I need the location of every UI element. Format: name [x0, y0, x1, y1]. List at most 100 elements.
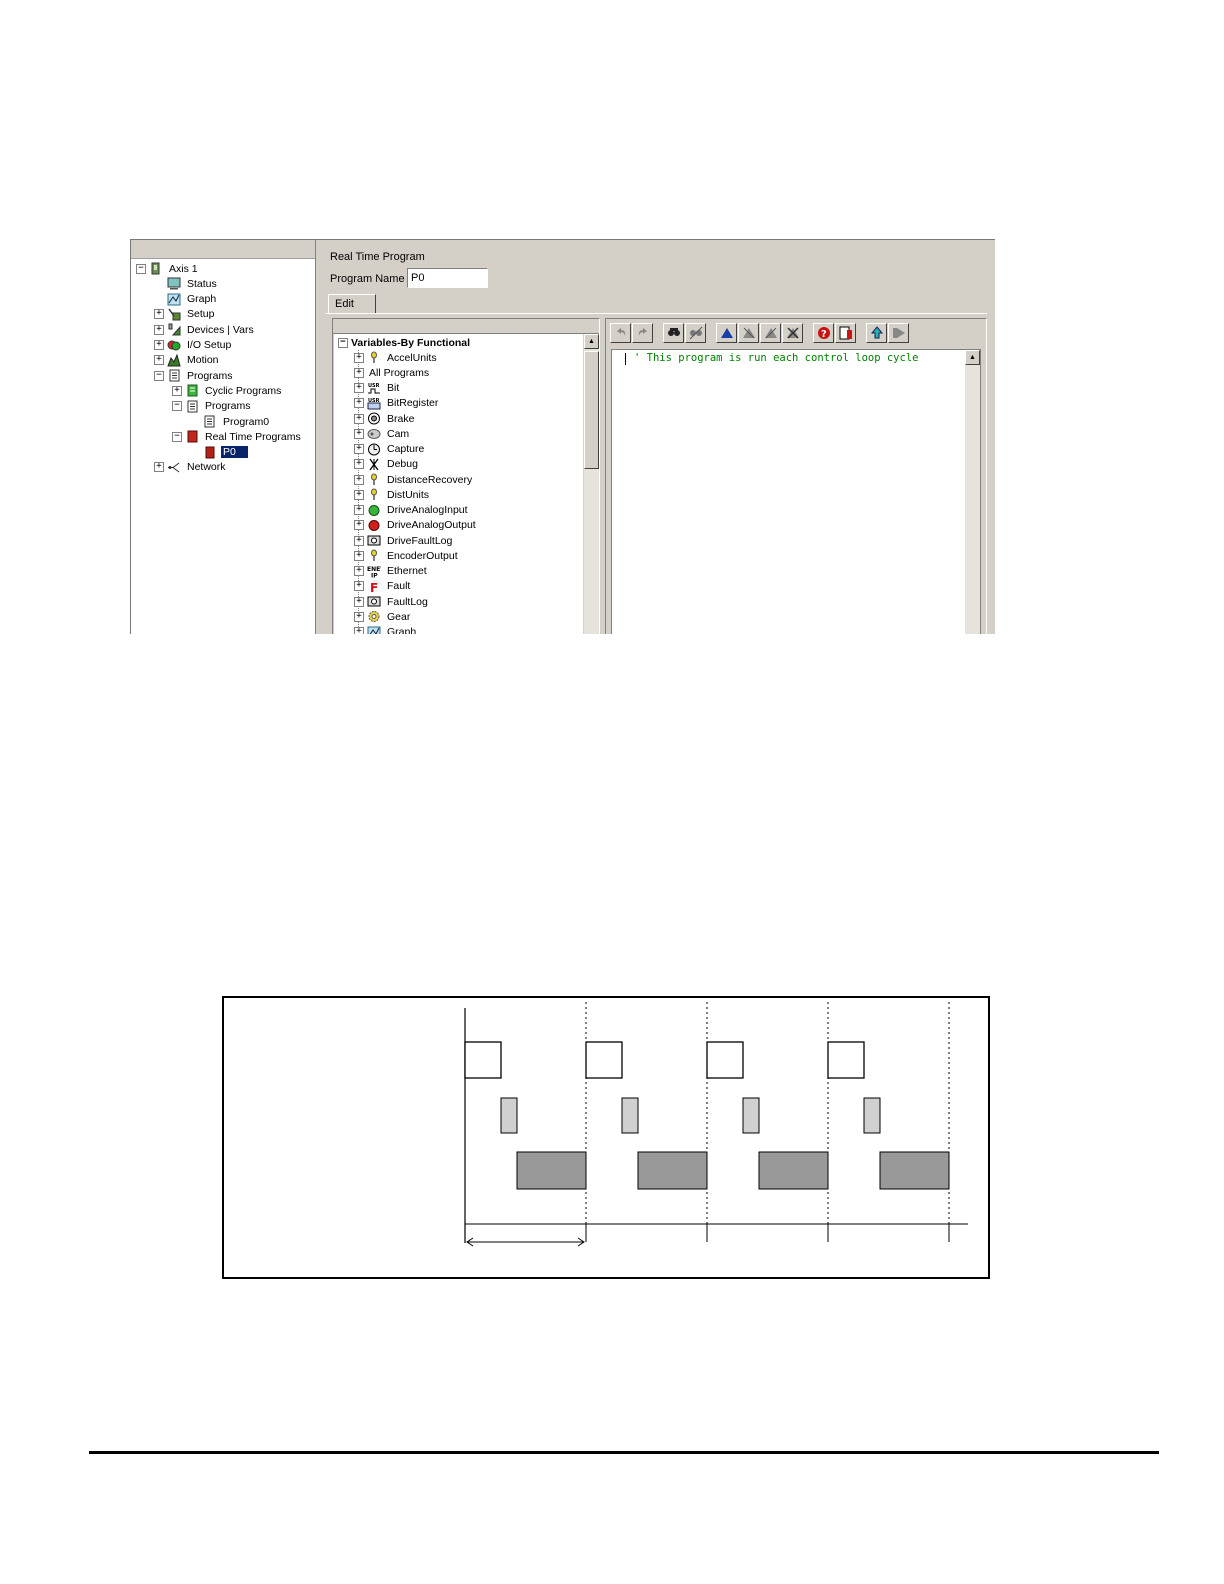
variable-group-brake[interactable]: +Brake	[354, 411, 416, 426]
expand-icon[interactable]: +	[354, 550, 364, 561]
help-button[interactable]: ?	[813, 323, 834, 343]
dark-block	[758, 1151, 829, 1190]
expand-icon[interactable]: +	[172, 385, 182, 396]
tree-item-cyclic-programs[interactable]: +Cyclic Programs	[172, 383, 283, 398]
axis-icon	[149, 262, 163, 275]
expand-icon[interactable]: +	[354, 383, 364, 393]
expand-icon[interactable]: +	[354, 505, 364, 515]
expand-icon[interactable]: +	[354, 627, 364, 634]
tree-item-p0[interactable]: P0	[190, 445, 248, 460]
properties-button[interactable]	[835, 323, 856, 343]
tab-edit[interactable]: Edit	[328, 294, 376, 314]
white-block	[827, 1041, 865, 1079]
gear-icon	[367, 610, 381, 623]
variables-list[interactable]: − Variables-By Functional +AccelUnits+Al…	[334, 334, 583, 634]
variable-group-graph[interactable]: +Graph	[354, 625, 418, 634]
upload-button[interactable]	[866, 323, 887, 343]
bookmark-toggle-button[interactable]	[716, 323, 737, 343]
variable-group-gear[interactable]: +Gear	[354, 609, 412, 624]
distance-recovery-icon	[367, 473, 381, 486]
expand-icon[interactable]: +	[354, 596, 364, 607]
tree-item-i-o-setup[interactable]: +I/O Setup	[154, 338, 233, 353]
code-editor[interactable]: ' This program is run each control loop …	[611, 349, 981, 634]
expand-icon[interactable]: +	[354, 535, 364, 546]
expand-icon[interactable]: +	[354, 489, 364, 500]
bookmark-prev-button[interactable]	[760, 323, 781, 343]
white-block	[706, 1041, 744, 1079]
dark-block	[879, 1151, 950, 1190]
variables-root[interactable]: − Variables-By Functional	[338, 335, 470, 350]
brake-icon	[367, 412, 381, 425]
variable-group-debug[interactable]: +Debug	[354, 457, 420, 472]
replace-button[interactable]	[685, 323, 706, 343]
expand-icon[interactable]: +	[354, 428, 364, 439]
variable-group-cam[interactable]: +Cam	[354, 426, 411, 441]
variable-group-driveanaloginput[interactable]: +DriveAnalogInput	[354, 503, 470, 518]
variable-group-faultlog[interactable]: +FaultLog	[354, 594, 430, 609]
collapse-icon[interactable]: −	[172, 401, 182, 412]
tree-item-graph[interactable]: Graph	[154, 292, 218, 307]
drive-analog-input-icon	[367, 504, 381, 517]
tree-item-motion[interactable]: +Motion	[154, 353, 221, 368]
expand-icon[interactable]: +	[154, 462, 164, 473]
tree-item-setup[interactable]: +Setup	[154, 307, 216, 322]
code-scrollbar[interactable]: ▲	[965, 350, 980, 634]
expand-icon[interactable]: +	[154, 355, 164, 366]
expand-icon[interactable]: +	[354, 413, 364, 424]
expand-icon[interactable]: +	[354, 398, 364, 409]
collapse-icon[interactable]: −	[172, 431, 182, 442]
white-block	[464, 1041, 502, 1079]
undo-button[interactable]	[610, 323, 631, 343]
expand-icon[interactable]: +	[354, 581, 364, 592]
variable-group-all-programs[interactable]: +All Programs	[354, 365, 431, 380]
run-button[interactable]	[888, 323, 909, 343]
variable-group-driveanalogoutput[interactable]: +DriveAnalogOutput	[354, 518, 478, 533]
expand-icon[interactable]: +	[354, 474, 364, 485]
bookmark-next-button[interactable]	[738, 323, 759, 343]
tree-item-real-time-programs[interactable]: −Real Time Programs	[172, 429, 303, 444]
expand-icon[interactable]: +	[154, 309, 164, 320]
variable-group-distunits[interactable]: +DistUnits	[354, 487, 431, 502]
code-comment-line[interactable]: ' This program is run each control loop …	[634, 352, 919, 364]
expand-icon[interactable]: +	[354, 611, 364, 622]
variable-group-encoderoutput[interactable]: +EncoderOutput	[354, 548, 460, 563]
variable-group-accelunits[interactable]: +AccelUnits	[354, 350, 439, 365]
expand-icon[interactable]: +	[354, 367, 364, 378]
variable-group-capture[interactable]: +Capture	[354, 442, 426, 457]
find-button[interactable]	[663, 323, 684, 343]
collapse-icon[interactable]: −	[338, 337, 348, 348]
code-scroll-up-button[interactable]: ▲	[965, 350, 980, 365]
tree-item-devices-vars[interactable]: +Devices | Vars	[154, 322, 256, 337]
collapse-icon[interactable]: −	[136, 263, 146, 274]
tree-item-status[interactable]: Status	[154, 276, 219, 291]
tree-item-program0[interactable]: Program0	[190, 414, 271, 429]
expand-icon[interactable]: +	[354, 566, 364, 576]
footer-rule	[89, 1451, 1159, 1454]
variable-group-distancerecovery[interactable]: + DistanceRecovery	[354, 472, 474, 487]
expand-icon[interactable]: +	[354, 520, 364, 531]
expand-icon[interactable]: +	[154, 324, 164, 335]
tree-item-network[interactable]: +Network	[154, 460, 228, 475]
scroll-up-button[interactable]: ▲	[584, 334, 599, 349]
variable-group-ethernet[interactable]: +ENETIPEthernet	[354, 564, 429, 579]
toolbar-separator	[804, 323, 812, 345]
tree-item-programs[interactable]: −Programs	[154, 368, 235, 383]
tree-item-programs[interactable]: −Programs	[172, 399, 253, 414]
collapse-icon[interactable]: −	[154, 370, 164, 381]
bookmark-clear-button[interactable]	[782, 323, 803, 343]
redo-button[interactable]	[632, 323, 653, 343]
variable-group-label: DistanceRecovery	[387, 473, 473, 486]
scroll-thumb[interactable]	[584, 351, 599, 469]
program-name-input[interactable]	[407, 268, 488, 288]
expand-icon[interactable]: +	[354, 459, 364, 470]
expand-icon[interactable]: +	[354, 352, 364, 363]
variables-scrollbar[interactable]: ▲	[584, 334, 599, 634]
programs-icon	[185, 400, 199, 413]
tree-item-axis-1[interactable]: −Axis 1	[136, 261, 200, 276]
expand-icon[interactable]: +	[354, 444, 364, 454]
expand-icon[interactable]: +	[154, 340, 164, 350]
variable-group-drivefaultlog[interactable]: +DriveFaultLog	[354, 533, 454, 548]
